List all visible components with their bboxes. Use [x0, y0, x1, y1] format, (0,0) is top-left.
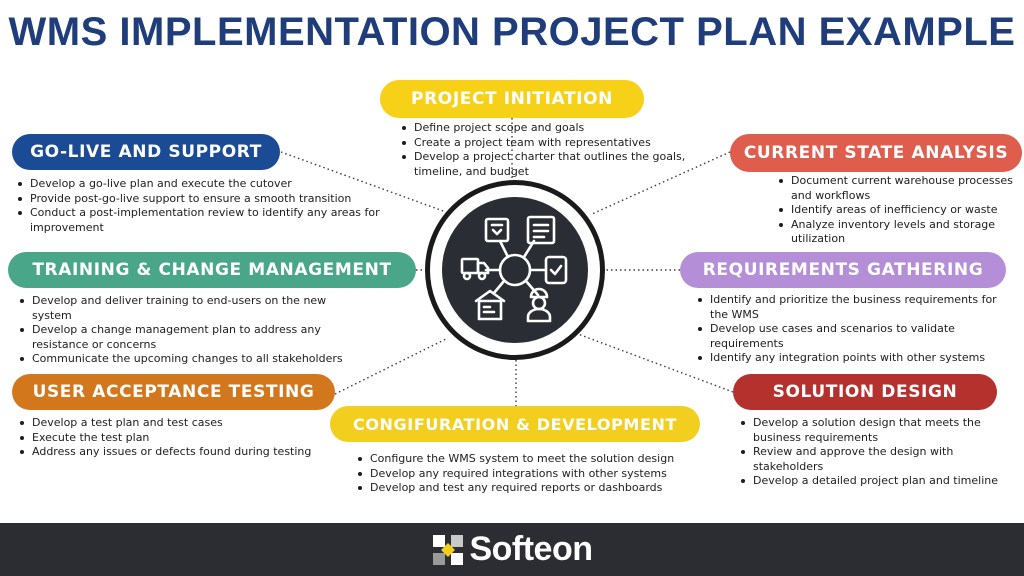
warehouse-icon — [474, 289, 506, 321]
phase-initiation-label: PROJECT INITIATION — [380, 80, 644, 118]
clipboard-check-icon — [544, 255, 568, 285]
worker-icon — [526, 287, 552, 323]
bullet: Develop a project charter that outlines … — [400, 150, 700, 179]
bullet: Develop a solution design that meets the… — [739, 416, 1019, 445]
bullet: Develop use cases and scenarios to valid… — [696, 322, 1014, 351]
phase-initiation-bullets: Define project scope and goals Create a … — [400, 121, 700, 179]
page-title: WMS IMPLEMENTATION PROJECT PLAN EXAMPLE — [8, 10, 1016, 54]
phase-training-label: TRAINING & CHANGE MANAGEMENT — [8, 252, 416, 288]
bullet: Provide post-go-live support to ensure a… — [16, 192, 386, 207]
bullet: Develop and deliver training to end-user… — [18, 294, 363, 323]
phase-training-bullets: Develop and deliver training to end-user… — [18, 294, 363, 367]
phase-golive-label: GO-LIVE AND SUPPORT — [12, 134, 280, 170]
phase-uat-label: USER ACCEPTANCE TESTING — [12, 374, 335, 410]
phase-requirements-label: REQUIREMENTS GATHERING — [680, 252, 1006, 288]
truck-icon — [460, 257, 490, 281]
phase-current-state-bullets: Document current warehouse processes and… — [777, 174, 1017, 247]
phase-solution-bullets: Develop a solution design that meets the… — [739, 416, 1019, 489]
bullet: Configure the WMS system to meet the sol… — [356, 452, 686, 467]
bullet: Document current warehouse processes and… — [777, 174, 1017, 203]
bullet: Develop and test any required reports or… — [356, 481, 686, 496]
bullet: Develop a test plan and test cases — [18, 416, 338, 431]
bullet: Define project scope and goals — [400, 121, 700, 136]
softeon-logo: Softeon — [431, 530, 593, 569]
central-hub — [425, 180, 605, 360]
logo-text: Softeon — [469, 530, 593, 568]
bullet: Review and approve the design with stake… — [739, 445, 1019, 474]
bullet: Communicate the upcoming changes to all … — [18, 352, 363, 367]
softeon-logo-icon — [433, 534, 464, 565]
bullet: Develop a change management plan to addr… — [18, 323, 363, 352]
bullet: Execute the test plan — [18, 431, 338, 446]
package-icon — [484, 217, 510, 243]
bullet: Analyze inventory levels and storage uti… — [777, 218, 1017, 247]
footer-bar: Softeon — [0, 523, 1024, 576]
phase-configuration-bullets: Configure the WMS system to meet the sol… — [356, 452, 686, 496]
phase-solution-label: SOLUTION DESIGN — [733, 374, 997, 410]
connector-solution — [577, 333, 734, 393]
bullet: Conduct a post-implementation review to … — [16, 206, 386, 235]
bullet: Develop a detailed project plan and time… — [739, 474, 1019, 489]
hub-icon-network — [460, 215, 568, 323]
phase-configuration-label: CONGIFURATION & DEVELOPMENT — [330, 406, 700, 442]
connector-uat — [334, 337, 449, 395]
checklist-icon — [526, 215, 556, 245]
bullet: Develop any required integrations with o… — [356, 467, 686, 482]
phase-golive-bullets: Develop a go-live plan and execute the c… — [16, 177, 386, 235]
connector-current-state — [591, 151, 731, 215]
bullet: Address any issues or defects found duri… — [18, 445, 338, 460]
phase-uat-bullets: Develop a test plan and test cases Execu… — [18, 416, 338, 460]
phase-requirements-bullets: Identify and prioritize the business req… — [696, 293, 1014, 366]
bullet: Develop a go-live plan and execute the c… — [16, 177, 386, 192]
bullet: Identify and prioritize the business req… — [696, 293, 1014, 322]
bullet: Identify any integration points with oth… — [696, 351, 1014, 366]
hub-inner-circle — [442, 197, 588, 343]
phase-current-state-label: CURRENT STATE ANALYSIS — [730, 134, 1022, 172]
bullet: Create a project team with representativ… — [400, 136, 700, 151]
bullet: Identify areas of inefficiency or waste — [777, 203, 1017, 218]
